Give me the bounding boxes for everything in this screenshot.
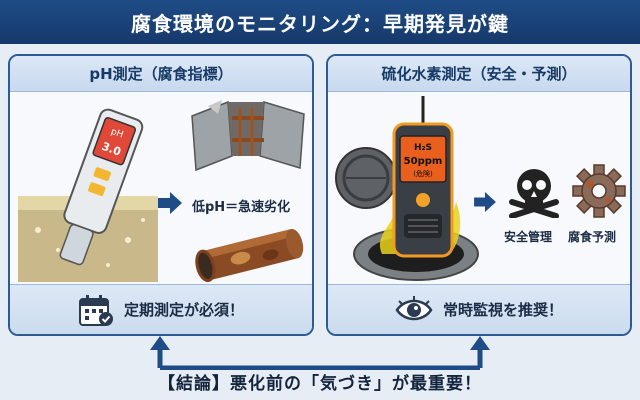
detector-value: 50ppm: [404, 156, 443, 167]
ph-meter-reading: 3.0: [100, 140, 123, 159]
ph-meter-label: pH: [109, 127, 124, 141]
h2s-panel-body: H₂S 50ppm (危険): [328, 92, 630, 286]
skull-crossbones-icon: [509, 169, 559, 218]
ph-meter-icon: pH 3.0: [18, 108, 158, 282]
safety-label: 安全管理: [504, 230, 553, 244]
ph-panel-header: pH測定（腐食指標）: [10, 56, 312, 92]
h2s-panel-footer: 常時監視を推奨！: [328, 284, 630, 334]
gas-detector-icon: H₂S 50ppm (危険): [392, 96, 454, 258]
rusted-pipe-icon: [195, 228, 304, 283]
ph-panel-body: pH 3.0 低pH＝急速劣化: [10, 92, 312, 286]
calendar-check-icon: [78, 294, 113, 326]
corroded-concrete-icon: [191, 100, 305, 172]
h2s-panel: 硫化水素測定（安全・予測） H₂S 50ppm (危険): [326, 54, 632, 336]
right-arrow: [158, 192, 182, 214]
right-arrow-2: [474, 192, 496, 212]
conclusion-connector: [150, 336, 490, 370]
ph-panel: pH測定（腐食指標） pH 3.0: [8, 54, 314, 336]
corrosion-prediction-label: 腐食予測: [568, 230, 617, 244]
page-title: 腐食環境のモニタリング：早期発見が鍵: [0, 0, 640, 44]
detector-gas-label: H₂S: [414, 143, 432, 153]
conclusion-text: 【結論】悪化前の「気づき」が最重要！: [158, 373, 482, 394]
h2s-footer-text: 常時監視を推奨！: [442, 301, 563, 319]
rusty-gear-icon: [572, 164, 626, 218]
eye-icon: [395, 295, 433, 320]
ph-panel-footer: 定期測定が必須！: [10, 284, 312, 334]
low-ph-label: 低pH＝急速劣化: [192, 200, 291, 215]
ph-footer-text: 定期測定が必須！: [123, 301, 244, 319]
detector-note: (危険): [413, 169, 433, 178]
h2s-panel-header: 硫化水素測定（安全・予測）: [328, 56, 630, 92]
